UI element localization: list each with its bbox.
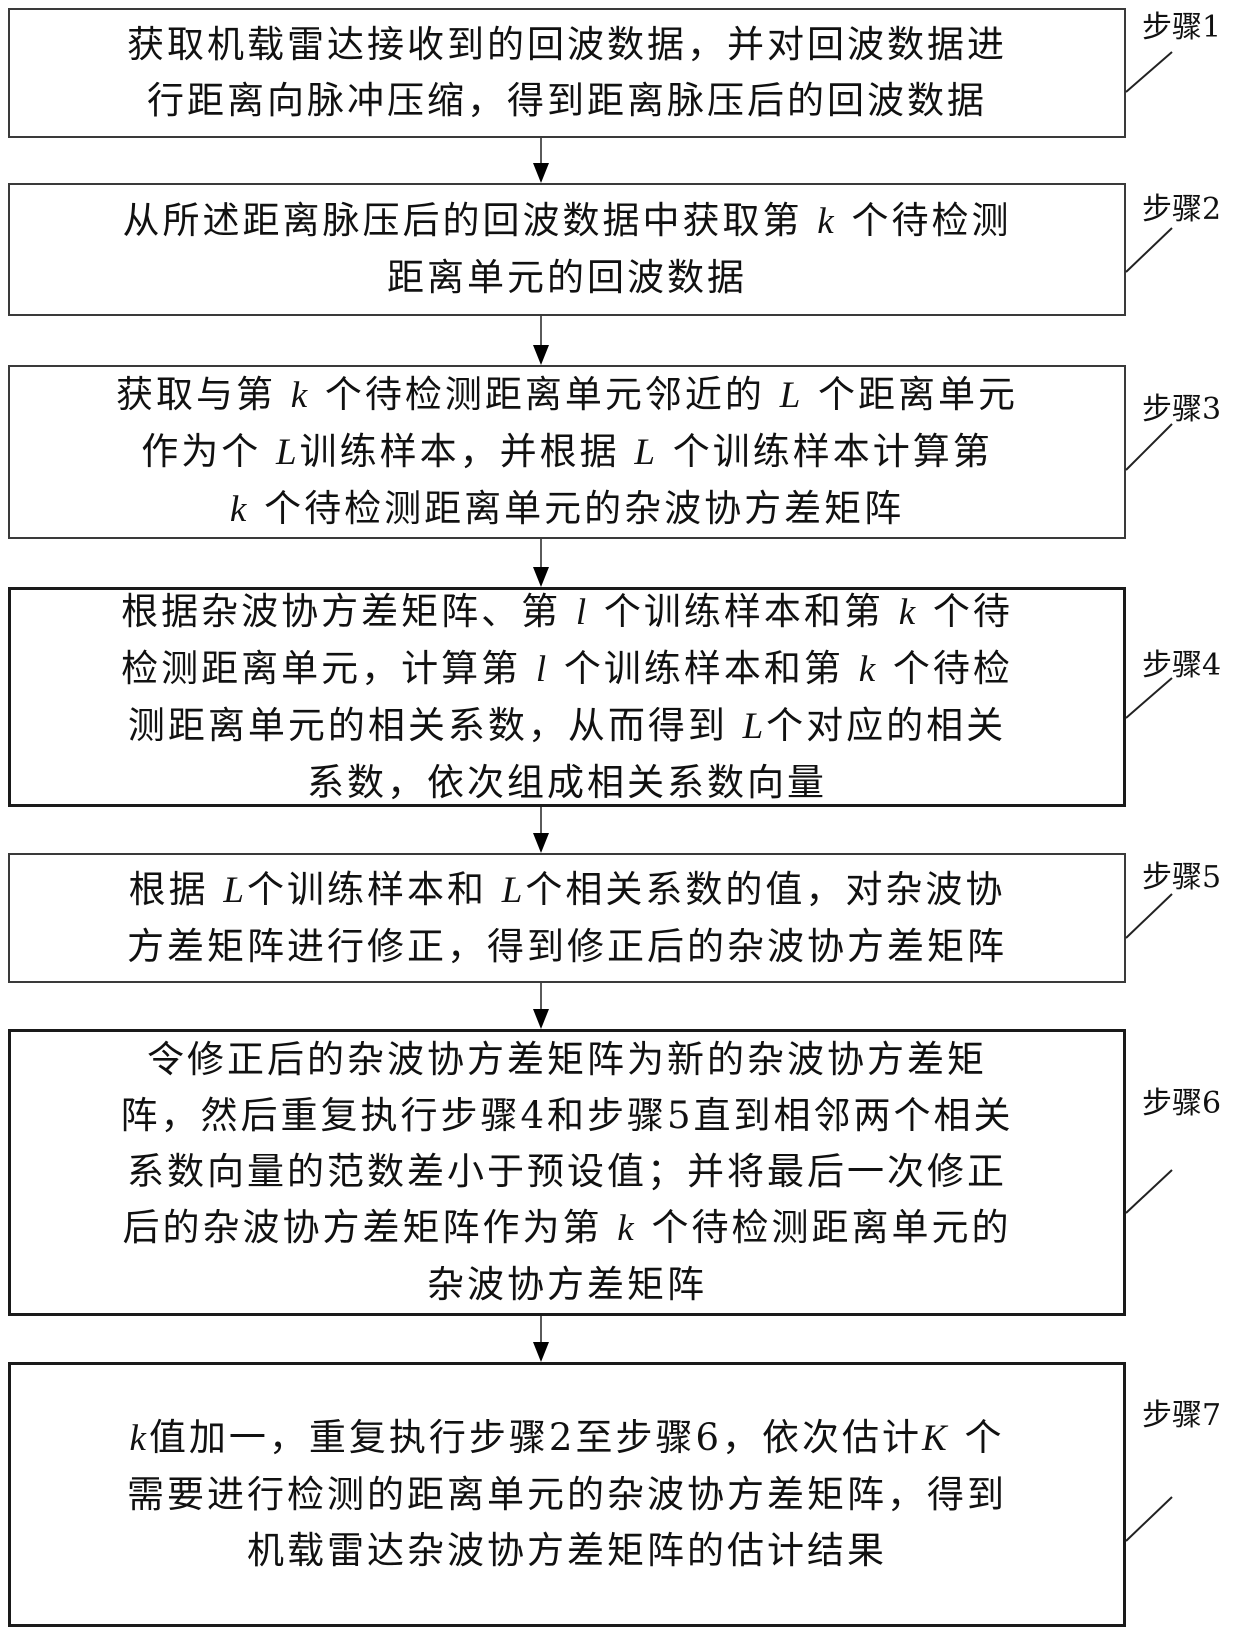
step-4-label: 步骤4 bbox=[1142, 648, 1222, 683]
step-3-leader-line bbox=[1125, 423, 1173, 471]
math-variable: k bbox=[817, 201, 837, 242]
text-segment: 阵，然后重复执行步骤4和步骤5直到相邻两个相关 bbox=[120, 1094, 1014, 1137]
step-7-text-line: 机载雷达杂波协方差矩阵的估计结果 bbox=[247, 1523, 887, 1579]
step-1-text-line: 行距离向脉冲压缩，得到距离脉压后的回波数据 bbox=[147, 73, 987, 129]
step-6-text-line: 令修正后的杂波协方差矩阵为新的杂波协方差矩 bbox=[147, 1032, 987, 1088]
step-4-box: 根据杂波协方差矩阵、第 l 个训练样本和第 k 个待检测距离单元，计算第 l 个… bbox=[8, 587, 1126, 807]
math-variable: k bbox=[129, 1418, 149, 1459]
text-segment: 个训练样本和第 bbox=[589, 589, 899, 633]
step-1-box: 获取机载雷达接收到的回波数据，并对回波数据进行距离向脉冲压缩，得到距离脉压后的回… bbox=[8, 8, 1126, 138]
math-variable: L bbox=[779, 374, 804, 416]
arrowhead-icon bbox=[533, 1009, 549, 1029]
step-4-text-line: 测距离单元的相关系数，从而得到 L个对应的相关 bbox=[128, 698, 1006, 755]
text-segment: 个 bbox=[949, 1416, 1005, 1459]
step-4-text-line: 检测距离单元，计算第 l 个训练样本和第 k 个待检 bbox=[121, 641, 1013, 698]
text-segment: 系数，依次组成相关系数向量 bbox=[307, 760, 827, 804]
step-5-text-line: 根据 L个训练样本和 L个相关系数的值，对杂波协 bbox=[129, 862, 1006, 919]
step-6-text-line: 后的杂波协方差矩阵作为第 k 个待检测距离单元的 bbox=[123, 1200, 1012, 1257]
math-variable: L bbox=[223, 869, 247, 911]
step-2-leader-line bbox=[1125, 227, 1173, 273]
step-1-label: 步骤1 bbox=[1142, 10, 1222, 45]
text-segment: 获取与第 bbox=[115, 372, 291, 416]
text-segment: 后的杂波协方差矩阵作为第 bbox=[122, 1206, 618, 1249]
step-6-text-line: 杂波协方差矩阵 bbox=[427, 1257, 707, 1313]
arrowhead-icon bbox=[533, 833, 549, 853]
text-segment: 个训练样本和第 bbox=[549, 646, 859, 690]
text-segment: 机载雷达杂波协方差矩阵的估计结果 bbox=[247, 1529, 887, 1572]
step-3-text-line: 作为个 L训练样本，并根据 L 个训练样本计算第 bbox=[141, 424, 992, 481]
text-segment: 方差矩阵进行修正，得到修正后的杂波协方差矩阵 bbox=[127, 924, 1007, 968]
text-segment: 个待检测 bbox=[836, 199, 1012, 242]
step-5-leader-line bbox=[1125, 893, 1173, 939]
step-6-text-line: 阵，然后重复执行步骤4和步骤5直到相邻两个相关 bbox=[120, 1088, 1013, 1144]
text-segment: 根据 bbox=[128, 867, 224, 911]
step-3-box: 获取与第 k 个待检测距离单元邻近的 L 个距离单元作为个 L训练样本，并根据 … bbox=[8, 365, 1126, 539]
text-segment: 个相关系数的值，对杂波协 bbox=[525, 867, 1006, 911]
step-7-text-line: 需要进行检测的距离单元的杂波协方差矩阵，得到 bbox=[127, 1467, 1007, 1523]
step-2-text-line: 距离单元的回波数据 bbox=[387, 250, 747, 306]
text-segment: 测距离单元的相关系数，从而得到 bbox=[127, 703, 743, 747]
math-variable: k bbox=[898, 591, 919, 633]
arrowhead-icon bbox=[533, 163, 549, 183]
step-6-box: 令修正后的杂波协方差矩阵为新的杂波协方差矩阵，然后重复执行步骤4和步骤5直到相邻… bbox=[8, 1029, 1126, 1316]
text-segment: 作为个 bbox=[141, 429, 277, 473]
math-variable: K bbox=[922, 1418, 950, 1459]
math-variable: k bbox=[617, 1208, 637, 1249]
text-segment: 个待 bbox=[918, 589, 1013, 633]
text-segment: 检测距离单元，计算第 bbox=[121, 646, 536, 690]
math-variable: L bbox=[501, 869, 526, 911]
arrowhead-icon bbox=[533, 345, 549, 365]
text-segment: 获取机载雷达接收到的回波数据，并对回波数据进 bbox=[127, 23, 1007, 66]
math-variable: k bbox=[858, 648, 879, 690]
step-6-text-line: 系数向量的范数差小于预设值；并将最后一次修正 bbox=[127, 1144, 1007, 1200]
text-segment: 根据杂波协方差矩阵、第 bbox=[121, 589, 576, 633]
text-segment: 从所述距离脉压后的回波数据中获取第 bbox=[122, 199, 818, 242]
math-variable: L bbox=[276, 431, 300, 473]
text-segment: 个待检测距离单元的 bbox=[636, 1206, 1012, 1249]
step-5-text-line: 方差矩阵进行修正，得到修正后的杂波协方差矩阵 bbox=[127, 919, 1007, 975]
step-7-leader-line bbox=[1125, 1496, 1173, 1542]
arrowhead-icon bbox=[533, 567, 549, 587]
step-3-label: 步骤3 bbox=[1142, 392, 1222, 427]
step-5-label: 步骤5 bbox=[1142, 860, 1222, 895]
step-3-text-line: 获取与第 k 个待检测距离单元邻近的 L 个距离单元 bbox=[116, 367, 1018, 424]
arrowhead-icon bbox=[533, 1342, 549, 1362]
text-segment: 令修正后的杂波协方差矩阵为新的杂波协方差矩 bbox=[147, 1038, 987, 1081]
step-7-text-line: k值加一，重复执行步骤2至步骤6，依次估计K 个 bbox=[130, 1410, 1005, 1467]
math-variable: l bbox=[575, 591, 590, 633]
step-2-label: 步骤2 bbox=[1142, 192, 1222, 227]
step-7-box: k值加一，重复执行步骤2至步骤6，依次估计K 个需要进行检测的距离单元的杂波协方… bbox=[8, 1362, 1126, 1627]
step-6-label: 步骤6 bbox=[1142, 1086, 1222, 1121]
text-segment: 个训练样本和 bbox=[247, 867, 502, 911]
text-segment: 值加一，重复执行步骤2至步骤6，依次估计 bbox=[148, 1416, 923, 1459]
text-segment: 训练样本，并根据 bbox=[299, 429, 635, 473]
step-3-text-line: k 个待检测距离单元的杂波协方差矩阵 bbox=[230, 481, 904, 538]
step-6-leader-line bbox=[1125, 1169, 1173, 1214]
math-variable: k bbox=[290, 374, 311, 416]
step-4-text-line: 系数，依次组成相关系数向量 bbox=[307, 755, 827, 811]
step-5-box: 根据 L个训练样本和 L个相关系数的值，对杂波协方差矩阵进行修正，得到修正后的杂… bbox=[8, 853, 1126, 983]
text-segment: 需要进行检测的距离单元的杂波协方差矩阵，得到 bbox=[127, 1473, 1007, 1516]
text-segment: 行距离向脉冲压缩，得到距离脉压后的回波数据 bbox=[147, 79, 987, 122]
step-4-text-line: 根据杂波协方差矩阵、第 l 个训练样本和第 k 个待 bbox=[121, 584, 1013, 641]
step-1-text-line: 获取机载雷达接收到的回波数据，并对回波数据进 bbox=[127, 17, 1007, 73]
step-1-leader-line bbox=[1125, 51, 1173, 93]
text-segment: 个待检测距离单元邻近的 bbox=[310, 372, 780, 416]
text-segment: 杂波协方差矩阵 bbox=[427, 1263, 707, 1306]
text-segment: 个对应的相关 bbox=[766, 703, 1007, 747]
text-segment: 个距离单元 bbox=[803, 372, 1019, 416]
math-variable: L bbox=[634, 431, 658, 473]
math-variable: L bbox=[742, 705, 767, 747]
step-4-leader-line bbox=[1125, 677, 1173, 719]
text-segment: 个训练样本计算第 bbox=[657, 429, 993, 473]
text-segment: 系数向量的范数差小于预设值；并将最后一次修正 bbox=[127, 1150, 1007, 1193]
step-2-text-line: 从所述距离脉压后的回波数据中获取第 k 个待检测 bbox=[123, 193, 1012, 250]
step-2-box: 从所述距离脉压后的回波数据中获取第 k 个待检测距离单元的回波数据 bbox=[8, 183, 1126, 316]
text-segment: 距离单元的回波数据 bbox=[387, 256, 747, 299]
step-7-label: 步骤7 bbox=[1142, 1398, 1222, 1433]
math-variable: k bbox=[229, 488, 250, 530]
math-variable: l bbox=[535, 648, 550, 690]
text-segment: 个待检 bbox=[878, 646, 1013, 690]
text-segment: 个待检测距离单元的杂波协方差矩阵 bbox=[249, 486, 905, 530]
